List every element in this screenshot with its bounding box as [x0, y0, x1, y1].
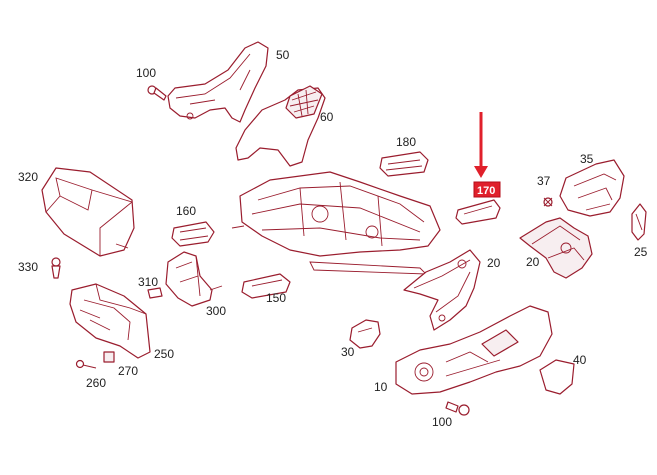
callout-150: 150 [266, 291, 286, 305]
highlight-arrow [474, 112, 488, 178]
callout-180: 180 [396, 135, 416, 149]
part-250-housing[interactable] [69, 283, 151, 359]
part-35-panel[interactable] [559, 159, 625, 217]
callout-170: 170 [477, 185, 495, 197]
bolt-330[interactable] [51, 257, 61, 279]
screw-260[interactable] [75, 359, 97, 369]
callout-30: 30 [341, 345, 355, 359]
nut-270[interactable] [103, 351, 115, 363]
callout-60: 60 [320, 110, 334, 124]
callout-100-top: 100 [136, 66, 156, 80]
part-10-side-trim[interactable] [395, 305, 553, 395]
part-180-clip[interactable] [379, 151, 429, 177]
bolt-100-bottom[interactable] [445, 401, 470, 416]
callout-40: 40 [573, 353, 587, 367]
callout-320: 320 [18, 170, 38, 184]
part-25-bracket[interactable] [631, 203, 647, 241]
callout-20-center: 20 [487, 256, 501, 270]
part-60-bracket[interactable] [235, 85, 326, 167]
callout-50: 50 [276, 48, 290, 62]
callout-310: 310 [138, 275, 158, 289]
bolt-100-top[interactable] [147, 85, 167, 101]
callout-37: 37 [537, 174, 551, 188]
callout-35: 35 [580, 152, 594, 166]
part-300-bracket[interactable] [165, 251, 223, 307]
part-170-clip[interactable] [455, 199, 501, 225]
part-150-clip[interactable] [241, 273, 291, 299]
callout-25: 25 [634, 245, 648, 259]
part-320-side-trim[interactable] [41, 167, 135, 257]
callout-170-highlight[interactable]: 170 [473, 181, 501, 198]
bolt-37[interactable] [543, 197, 553, 207]
part-40-cover[interactable] [539, 359, 575, 395]
callout-20-right: 20 [526, 255, 540, 269]
callout-160: 160 [176, 204, 196, 218]
part-50-trim-cover[interactable] [167, 41, 269, 123]
callout-260: 260 [86, 376, 106, 390]
pin-310[interactable] [147, 287, 163, 299]
seat-frame[interactable] [231, 171, 441, 275]
callout-10: 10 [374, 380, 388, 394]
part-160-clip[interactable] [171, 221, 215, 247]
part-20-bracket-center[interactable] [403, 249, 481, 331]
callout-300: 300 [206, 304, 226, 318]
callout-250: 250 [154, 347, 174, 361]
callout-330: 330 [18, 260, 38, 274]
part-20-mechanism-right[interactable] [519, 217, 593, 279]
callout-100-bottom: 100 [432, 415, 452, 429]
part-30-bracket[interactable] [349, 319, 381, 349]
callout-270: 270 [118, 364, 138, 378]
